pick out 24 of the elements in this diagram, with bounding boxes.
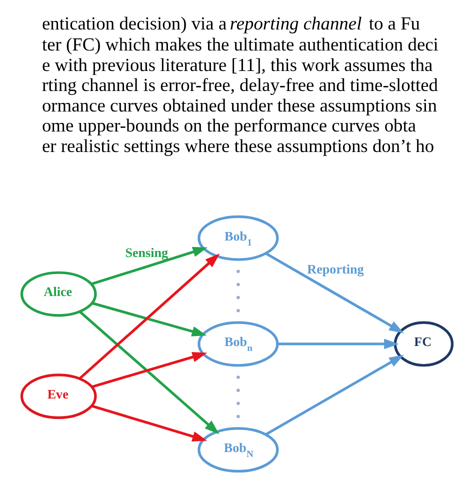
label: ormance curves obtained under these assumptions sin	[42, 95, 437, 116]
arrow	[92, 352, 208, 388]
arrow	[91, 246, 208, 286]
edge-label: Reporting	[307, 262, 364, 277]
node-ellipse: Bob$_{N}$	[198, 427, 279, 473]
arrow	[265, 252, 404, 334]
arrow	[92, 404, 208, 442]
label: entication decision) via a reporting channel to a Fu	[42, 13, 420, 34]
edge-label: Sensing	[125, 244, 168, 260]
node-ellipse: Bob$_{n}$	[198, 321, 279, 367]
arrow	[265, 354, 404, 436]
node-ellipse: FC	[394, 321, 454, 367]
label: ter (FC) which makes the ultimate authentication deci	[42, 34, 438, 55]
arrow	[78, 254, 220, 380]
label: e with previous literature [11], this work assumes tha	[42, 54, 433, 75]
label: rting channel is error-free, delay-free and time-slotted	[42, 75, 438, 96]
arrow	[278, 338, 399, 350]
label: er realistic settings where these assumptions don’t ho	[42, 136, 434, 156]
node-ellipse: Alice	[20, 271, 97, 317]
label: ome upper-bounds on the performance curves obta	[42, 116, 416, 136]
node-ellipse: Eve	[20, 374, 97, 420]
node-ellipse: Bob$_{1}$	[198, 215, 279, 261]
arrow	[92, 302, 207, 336]
arrow	[78, 310, 220, 434]
